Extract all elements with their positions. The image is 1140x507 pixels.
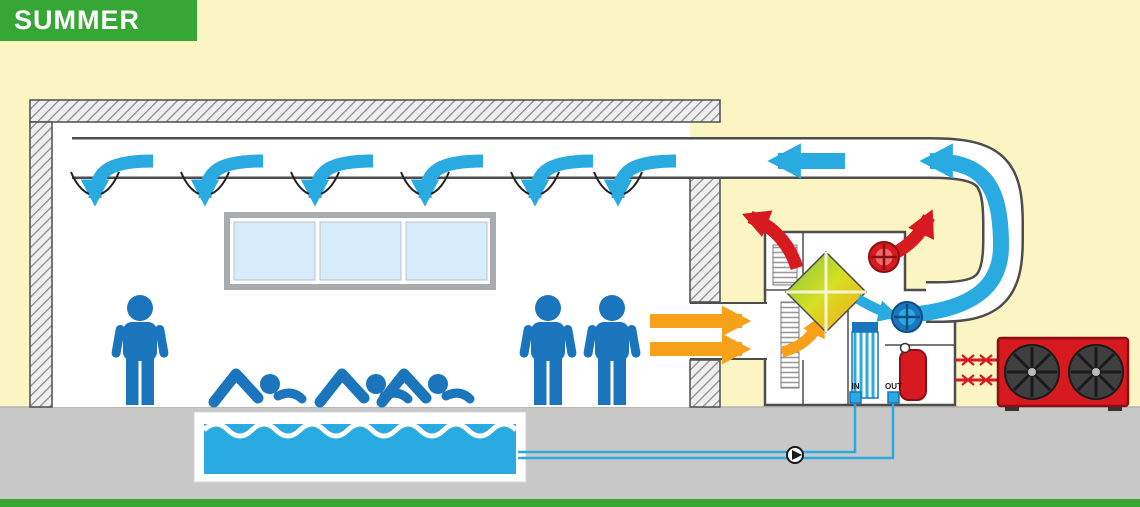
building-right-wall-lower (689, 359, 721, 408)
out-label: OUT (885, 382, 902, 391)
swimming-pool (193, 411, 527, 483)
pool-water-in-valve (849, 391, 862, 404)
window-pane (233, 221, 316, 281)
cooling-coil (851, 322, 879, 399)
exhaust-fan (868, 241, 900, 273)
heat-exchanger (784, 250, 868, 334)
diffuser-deflectors (70, 171, 643, 195)
window-pane (405, 221, 488, 281)
pool-water-pipes (518, 404, 895, 460)
water-wave (202, 421, 518, 439)
season-banner: SUMMER (0, 0, 197, 41)
hall-window (224, 212, 496, 290)
condenser-unit (996, 336, 1130, 411)
supply-fan (891, 301, 923, 333)
ceiling-diffuser-arrow (80, 154, 154, 207)
season-title: SUMMER (14, 5, 140, 35)
bottom-green-strip (0, 499, 1140, 507)
building-roof (29, 99, 721, 123)
ceiling-diffuser-arrow (190, 154, 264, 207)
in-label: IN (852, 382, 860, 391)
pool-water-out-valve (887, 391, 900, 404)
exhaust-out-left-arrow (742, 210, 804, 271)
ceiling-diffuser-arrow (410, 154, 484, 207)
refrigerant-lines (955, 354, 998, 386)
building-left-wall (29, 121, 53, 408)
ceiling-diffuser-arrow (520, 154, 594, 207)
pool-water (204, 424, 516, 474)
supply-riser-arrow (917, 143, 1010, 322)
ceiling-diffuser-arrow (603, 154, 677, 207)
building-right-wall-upper (689, 177, 721, 303)
supply-air-flow (80, 143, 1010, 322)
pressure-gauge (899, 342, 911, 354)
window-pane (319, 221, 402, 281)
condenser-fan (1004, 344, 1060, 400)
compressor-tank (899, 342, 927, 401)
circulation-pump (786, 446, 804, 464)
ceiling-diffuser-arrow (300, 154, 374, 207)
internal-supply-arrow (855, 294, 900, 322)
condenser-fan (1068, 344, 1124, 400)
